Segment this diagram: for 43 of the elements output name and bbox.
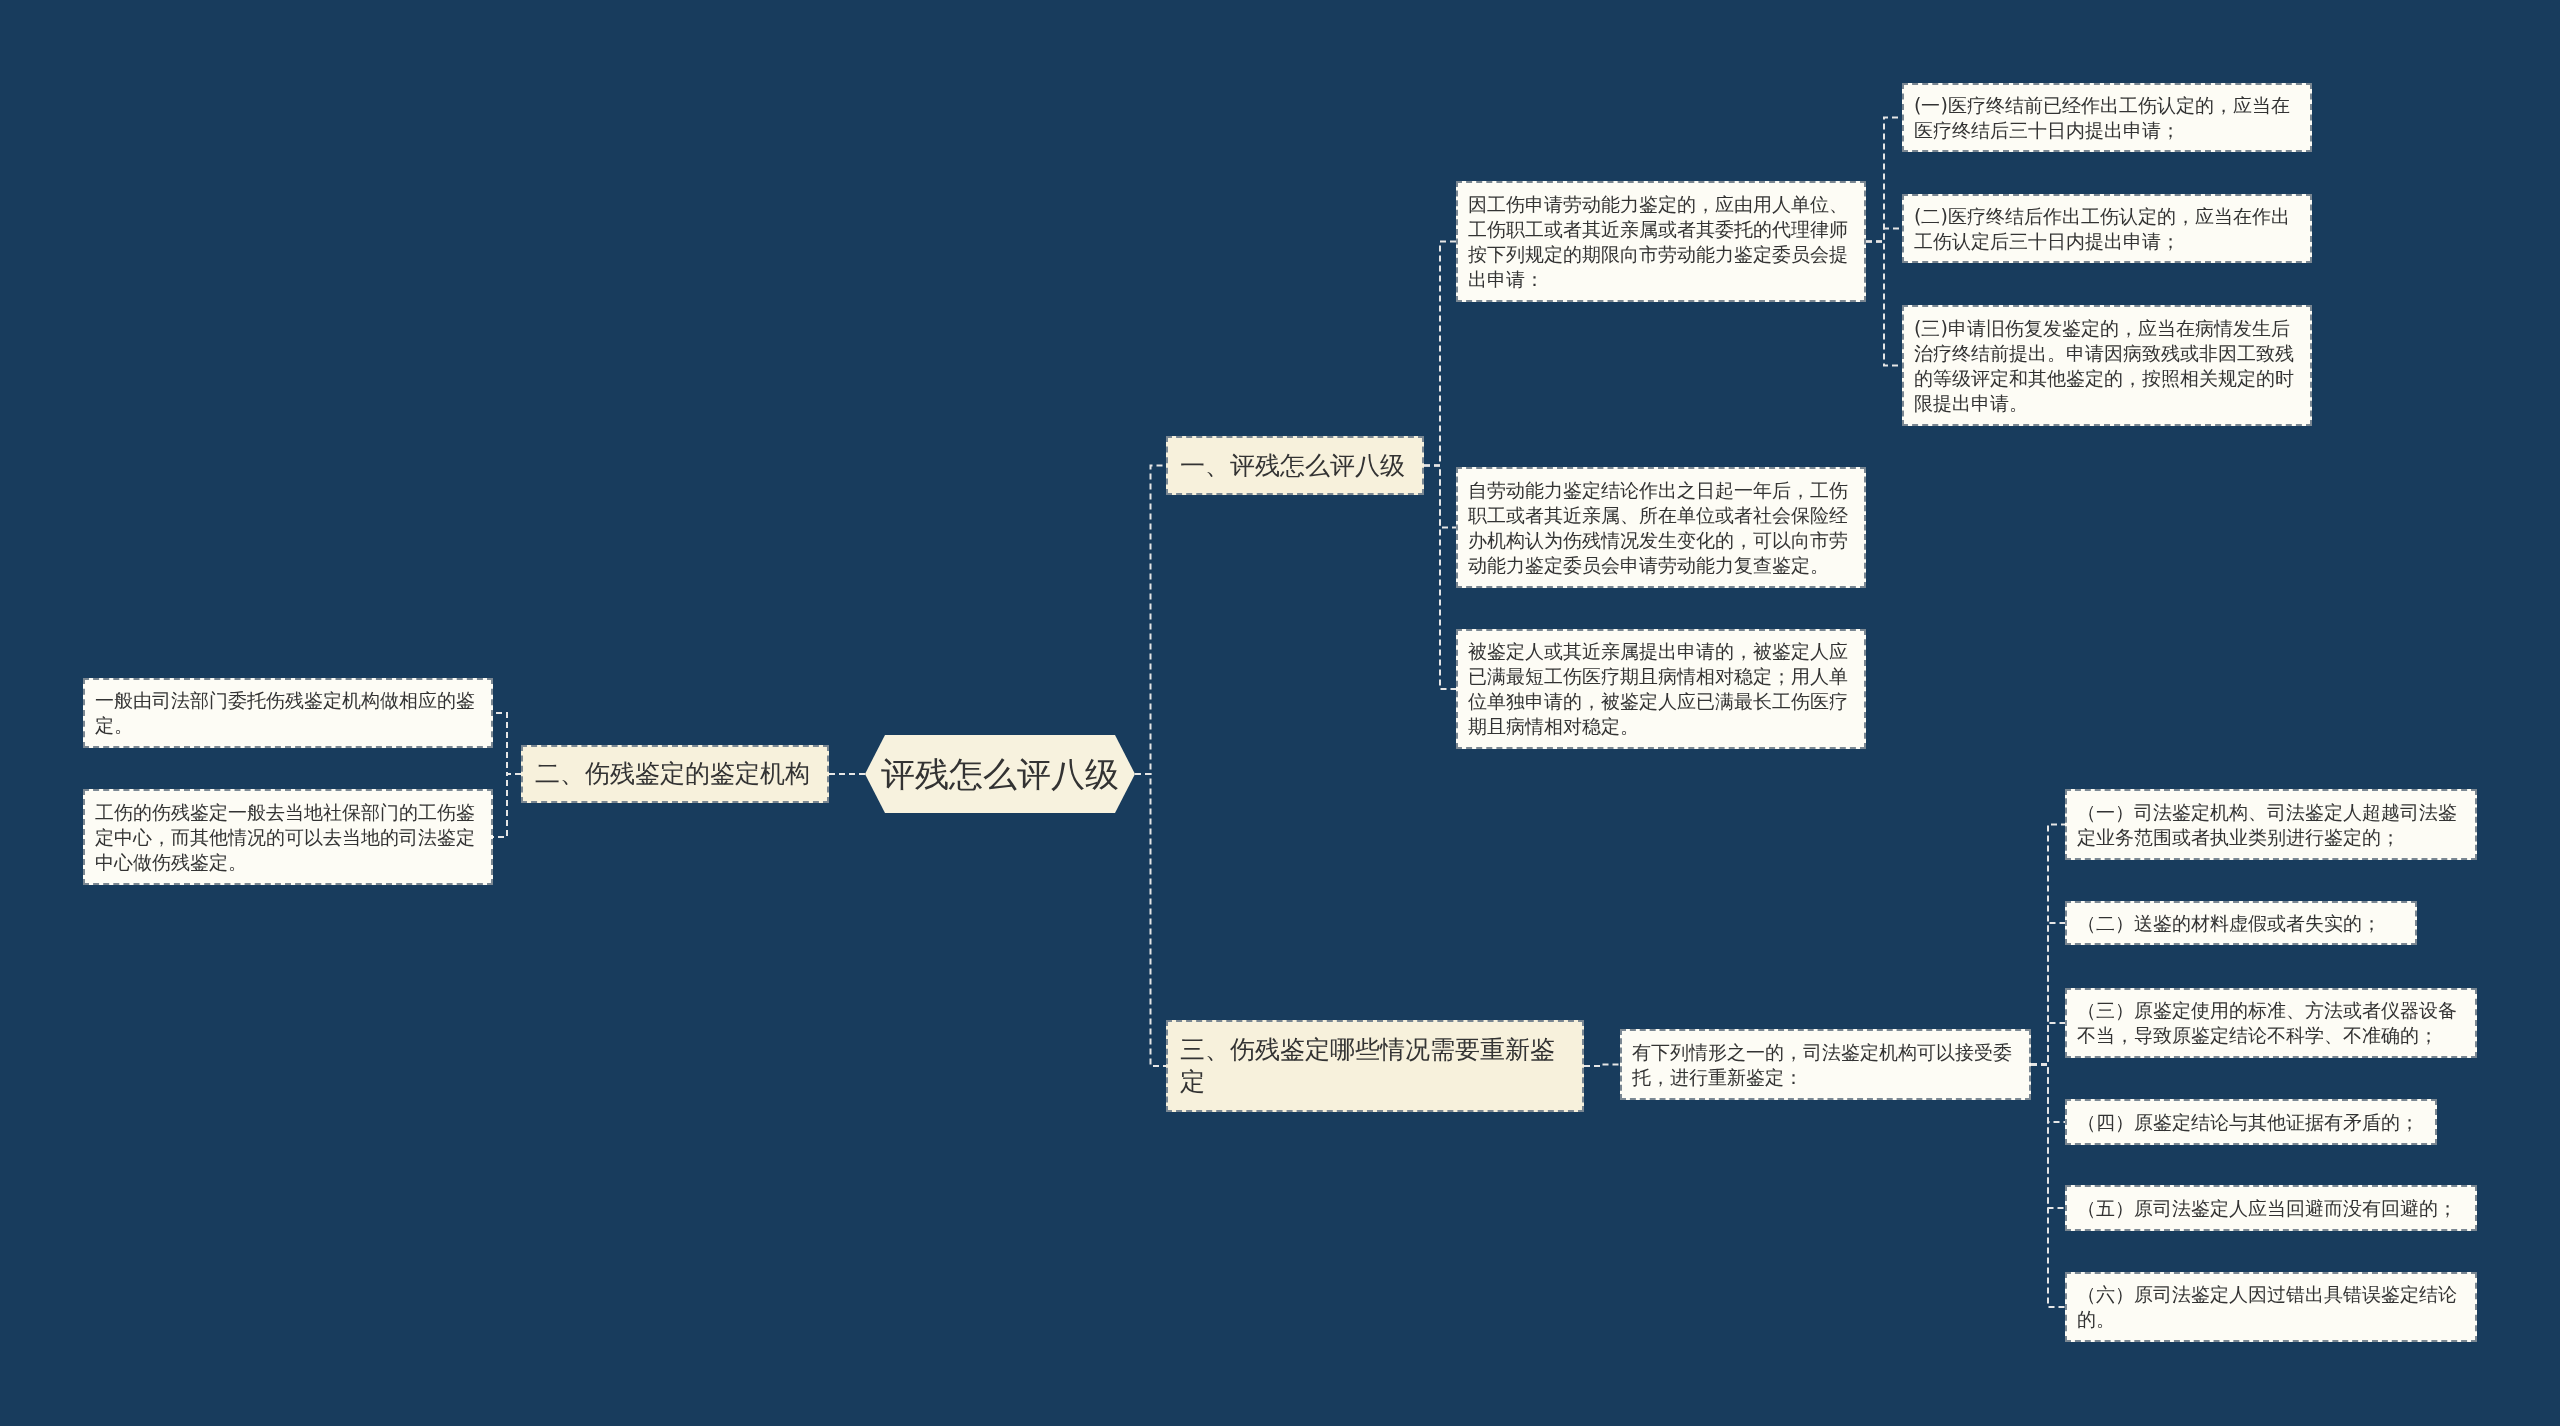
note-box — [2065, 1272, 2477, 1342]
note-text: （四）原鉴定结论与其他证据有矛盾的； — [2077, 1109, 2419, 1135]
note-text: （一）司法鉴定机构、司法鉴定人超越司法鉴定业务范围或者执业类别进行鉴定的； — [2077, 799, 2458, 850]
central-hexagon — [865, 735, 1135, 813]
note-box — [2065, 988, 2477, 1058]
note-box — [2065, 789, 2477, 860]
note-text: （三）原鉴定使用的标准、方法或者仪器设备不当，导致原鉴定结论不科学、不准确的； — [2077, 998, 2458, 1048]
topic-text: 一、评残怎么评八级 — [1180, 449, 1405, 482]
note-text: 一般由司法部门委托伤残鉴定机构做相应的鉴定。 — [95, 688, 476, 738]
note-box — [1902, 83, 2312, 152]
connector-line — [828, 773, 866, 775]
note-text: 自劳动能力鉴定结论作出之日起一年后，工伤职工或者其近亲属、所在单位或者社会保险经办机构认为伤残情况发生变化的，可以向市劳动能力鉴定委员会申请劳动能力复查鉴定。 — [1468, 477, 1849, 578]
topic-box — [1166, 1020, 1584, 1112]
note-box — [2065, 1099, 2437, 1145]
connector-line — [2030, 1063, 2066, 1308]
note-box — [1902, 194, 2312, 263]
connector-line — [1583, 1063, 1621, 1067]
note-text: （二）送鉴的材料虚假或者失实的； — [2077, 910, 2381, 936]
note-box — [2065, 901, 2417, 945]
note-box — [1902, 305, 2312, 426]
note-box — [83, 789, 493, 885]
note-box — [83, 678, 493, 748]
note-text: (一)医疗终结前已经作出工伤认定的，应当在医疗终结后三十日内提出申请； — [1914, 92, 2291, 143]
note-box — [2065, 1185, 2477, 1231]
topic-text: 三、伤残鉴定哪些情况需要重新鉴定 — [1180, 1034, 1556, 1098]
note-text: 因工伤申请劳动能力鉴定的，应由用人单位、工伤职工或者其近亲属或者其委托的代理律师按下列规定的期限向市劳动能力鉴定委员会提出申请： — [1468, 191, 1849, 292]
note-text: 工伤的伤残鉴定一般去当地社保部门的工伤鉴定中心，而其他情况的可以去当地的司法鉴定中心做伤残鉴定。 — [95, 799, 476, 875]
topic-box — [1166, 436, 1424, 495]
note-box — [1456, 467, 1866, 588]
central-title: 评残怎么评八级 — [881, 754, 1119, 794]
note-box — [1620, 1029, 2031, 1100]
note-text: 有下列情形之一的，司法鉴定机构可以接受委托，进行重新鉴定： — [1632, 1039, 2013, 1090]
connector-line — [1134, 773, 1167, 1067]
topic-text: 二、伤残鉴定的鉴定机构 — [535, 758, 810, 790]
topic-box — [521, 745, 829, 803]
connector-line — [1423, 464, 1457, 690]
note-text: 被鉴定人或其近亲属提出申请的，被鉴定人应已满最短工伤医疗期且病情相对稳定；用人单位单独申请的，被鉴定人应已满最长工伤医疗期且病情相对稳定。 — [1468, 639, 1849, 739]
note-text: (三)申请旧伤复发鉴定的，应当在病情发生后治疗终结前提出。申请因病致残或非因工致残的等级评定和其他鉴定的，按照相关规定的时限提出申请。 — [1914, 315, 2295, 416]
note-box — [1456, 181, 1866, 302]
note-text: （五）原司法鉴定人应当回避而没有回避的； — [2077, 1195, 2457, 1221]
note-text: （六）原司法鉴定人因过错出具错误鉴定结论的。 — [2077, 1282, 2458, 1332]
note-box — [1456, 629, 1866, 749]
note-text: (二)医疗终结后作出工伤认定的，应当在作出工伤认定后三十日内提出申请； — [1914, 203, 2291, 254]
